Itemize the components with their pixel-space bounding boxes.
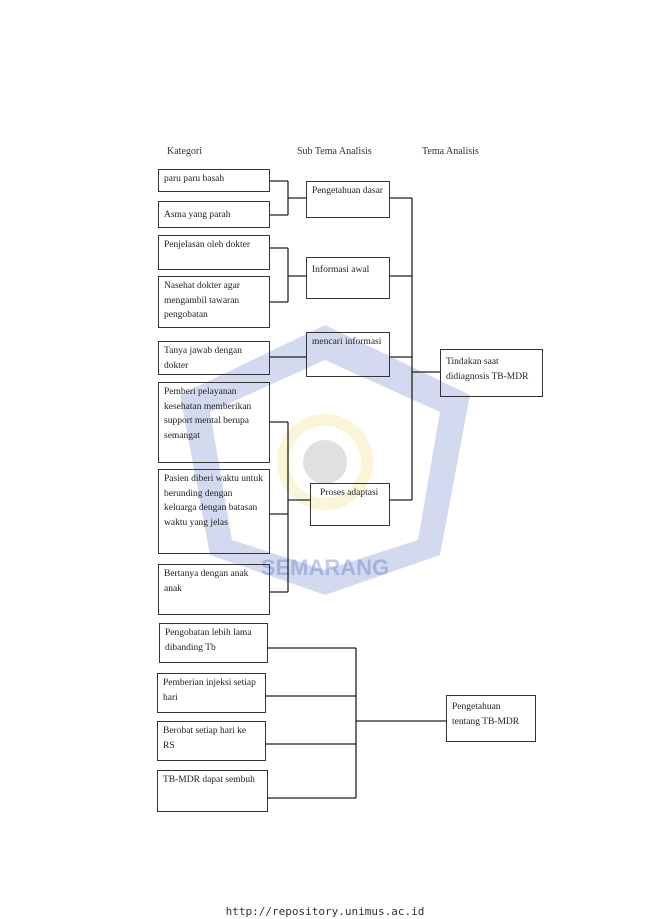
category-box-8: Bertanya dengan anak anak xyxy=(158,564,270,615)
category-box-6: Pemberi pelayanan kesehatan memberikan s… xyxy=(158,382,270,463)
category-box-1: paru paru basah xyxy=(158,169,270,192)
subtheme-box-mencari-informasi: mencari informasi xyxy=(306,332,390,377)
theme-box-pengetahuan-tb-mdr: Pengetahuan tentang TB-MDR xyxy=(446,695,536,742)
category-box-3: Penjelasan oleh dokter xyxy=(158,235,270,270)
category-box-7: Pasien diberi waktu untuk berunding deng… xyxy=(158,469,270,554)
header-kategori: Kategori xyxy=(167,146,202,157)
category-box-11: Berobat setiap hari ke RS xyxy=(157,721,266,761)
category-box-4: Nasehat dokter agar mengambil tawaran pe… xyxy=(158,276,270,328)
header-sub-tema: Sub Tema Analisis xyxy=(297,146,372,157)
category-box-2: Asma yang parah xyxy=(158,201,270,228)
repository-url: http://repository.unimus.ac.id xyxy=(225,905,425,918)
header-tema: Tema Analisis xyxy=(422,146,479,157)
category-box-10: Pemberian injeksi setiap hari xyxy=(157,673,266,713)
theme-box-tindakan: Tindakan saat didiagnosis TB-MDR xyxy=(440,349,543,397)
category-box-5: Tanya jawab dengan dokter xyxy=(158,341,270,375)
category-box-12: TB-MDR dapat sembuh xyxy=(157,770,268,812)
subtheme-box-proses-adaptasi: Proses adaptasi xyxy=(310,483,390,526)
subtheme-box-pengetahuan-dasar: Pengetahuan dasar xyxy=(306,181,390,218)
subtheme-box-informasi-awal: Informasi awal xyxy=(306,257,390,299)
category-box-9: Pengobatan lebih lama dibanding Tb xyxy=(159,623,268,663)
